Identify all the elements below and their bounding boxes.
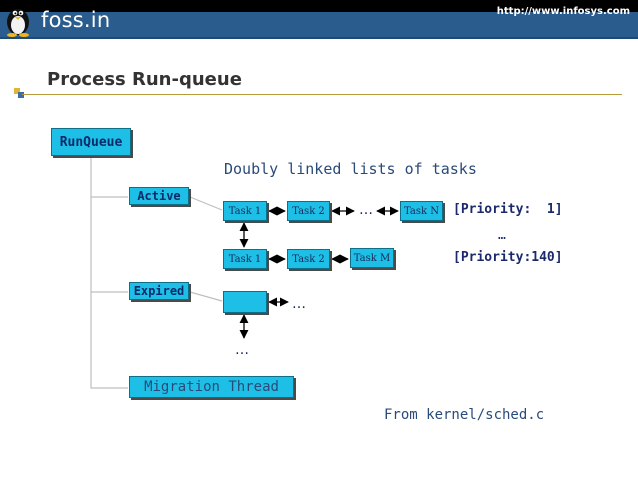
active-row2-task-m: Task M — [350, 248, 394, 268]
header-url[interactable]: http://www.infosys.com — [496, 6, 630, 17]
expired-empty-task — [223, 291, 267, 313]
active-row2-task-1: Task 1 — [223, 249, 267, 269]
slide-title: Process Run-queue — [47, 69, 242, 90]
expired-row-ellipsis: … — [292, 296, 306, 312]
title-bullet-accent — [18, 92, 24, 98]
active-task-n: Task N — [400, 201, 443, 221]
priority-top-label: [Priority: 1] — [453, 202, 563, 217]
slide-header: foss.in http://www.infosys.com — [0, 0, 638, 39]
expired-box: Expired — [129, 282, 189, 300]
title-bullet-icon — [14, 88, 20, 94]
title-underline — [22, 94, 622, 95]
brand-name: foss.in — [41, 8, 111, 32]
tux-penguin-icon — [7, 9, 29, 37]
linked-lists-caption: Doubly linked lists of tasks — [224, 160, 477, 178]
priority-bottom-label: [Priority:140] — [453, 250, 563, 265]
expired-column-ellipsis: … — [235, 342, 249, 358]
runqueue-box: RunQueue — [51, 128, 131, 156]
active-row-ellipsis: … — [359, 202, 373, 218]
priority-ellipsis: … — [498, 228, 506, 243]
active-task-1: Task 1 — [223, 201, 267, 221]
active-row2-task-2: Task 2 — [287, 249, 330, 269]
active-box: Active — [129, 187, 189, 205]
header-black-band — [0, 0, 638, 12]
source-note: From kernel/sched.c — [384, 407, 545, 423]
migration-thread-box: Migration Thread — [129, 376, 294, 398]
active-task-2: Task 2 — [287, 201, 330, 221]
